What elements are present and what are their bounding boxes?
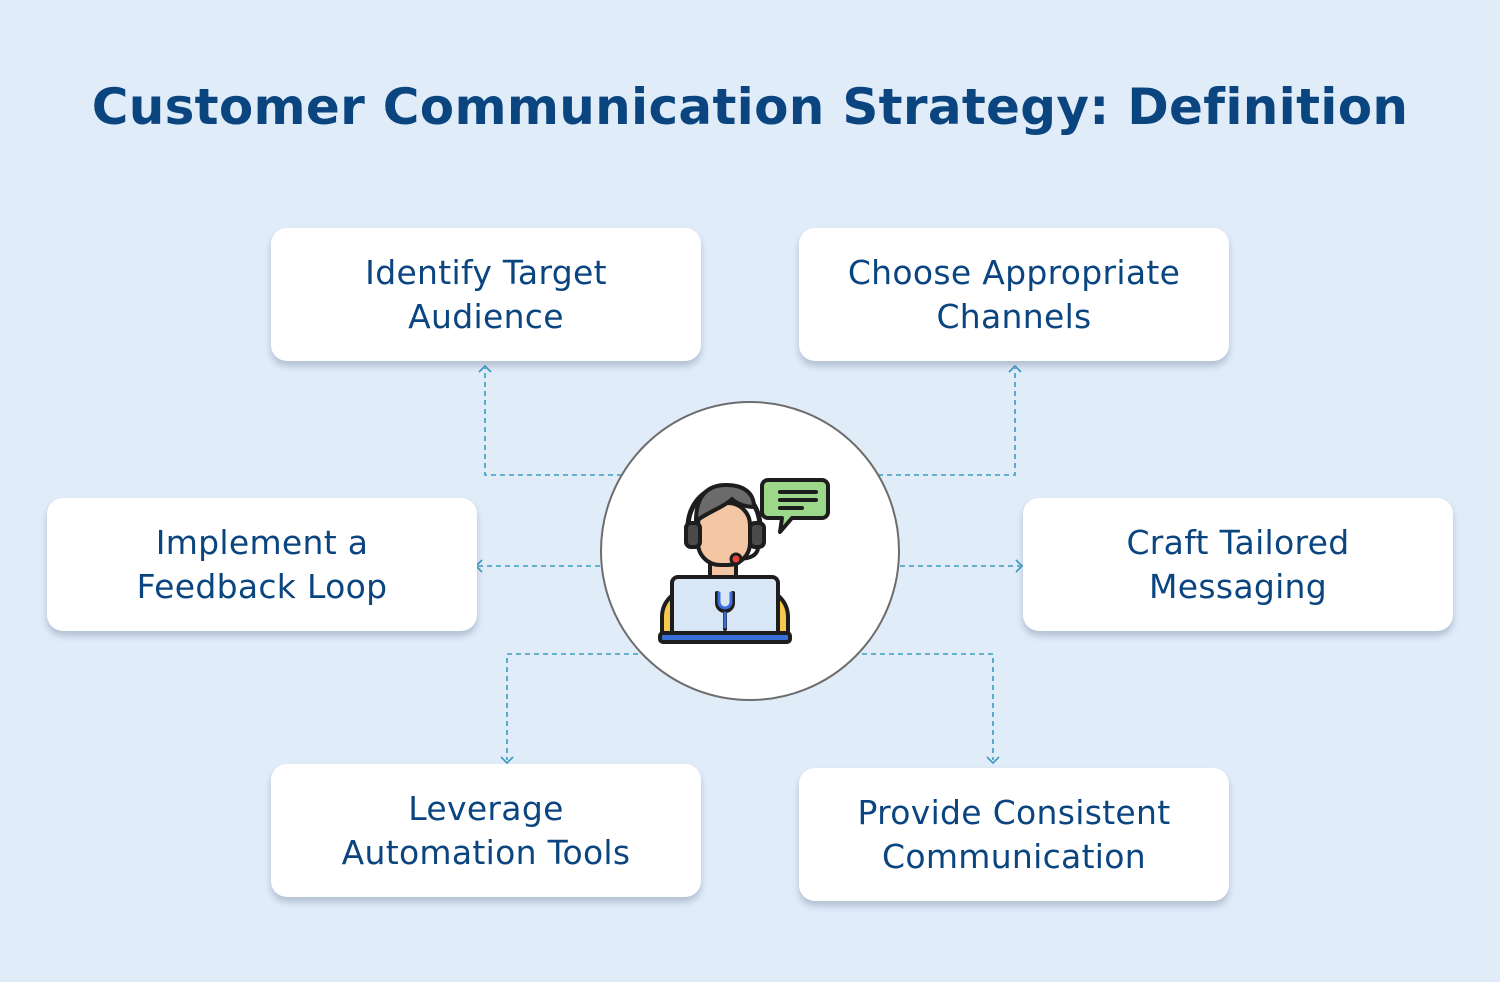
connector-bottom-left	[506, 653, 638, 760]
connector-bottom-right	[862, 653, 994, 760]
card-label: Identify Target Audience	[365, 252, 607, 336]
card-label: Implement a Feedback Loop	[136, 522, 388, 606]
card-implement-feedback-loop: Implement a Feedback Loop	[47, 498, 477, 631]
card-label: Leverage Automation Tools	[341, 788, 631, 872]
arrowhead-middle-right	[1015, 559, 1024, 573]
card-label: Provide Consistent Communication	[857, 792, 1171, 876]
card-choose-appropriate-channels: Choose Appropriate Channels	[799, 228, 1229, 361]
arrowhead-bottom-right	[986, 756, 1000, 765]
arrowhead-top-right	[1008, 364, 1022, 373]
card-identify-target-audience: Identify Target Audience	[271, 228, 701, 361]
card-craft-tailored-messaging: Craft Tailored Messaging	[1023, 498, 1453, 631]
center-hub	[600, 401, 900, 701]
arrowhead-top-left	[478, 364, 492, 373]
speech-bubble-icon	[760, 478, 830, 534]
card-label: Choose Appropriate Channels	[847, 252, 1181, 336]
card-label: Craft Tailored Messaging	[1126, 522, 1350, 606]
connector-top-right	[878, 368, 1016, 476]
connector-top-left	[484, 368, 622, 476]
arrowhead-bottom-left	[500, 756, 514, 765]
card-leverage-automation-tools: Leverage Automation Tools	[271, 764, 701, 897]
support-agent-laptop-icon	[658, 478, 830, 644]
card-provide-consistent-communication: Provide Consistent Communication	[799, 768, 1229, 901]
page-title: Customer Communication Strategy: Definit…	[91, 78, 1409, 136]
